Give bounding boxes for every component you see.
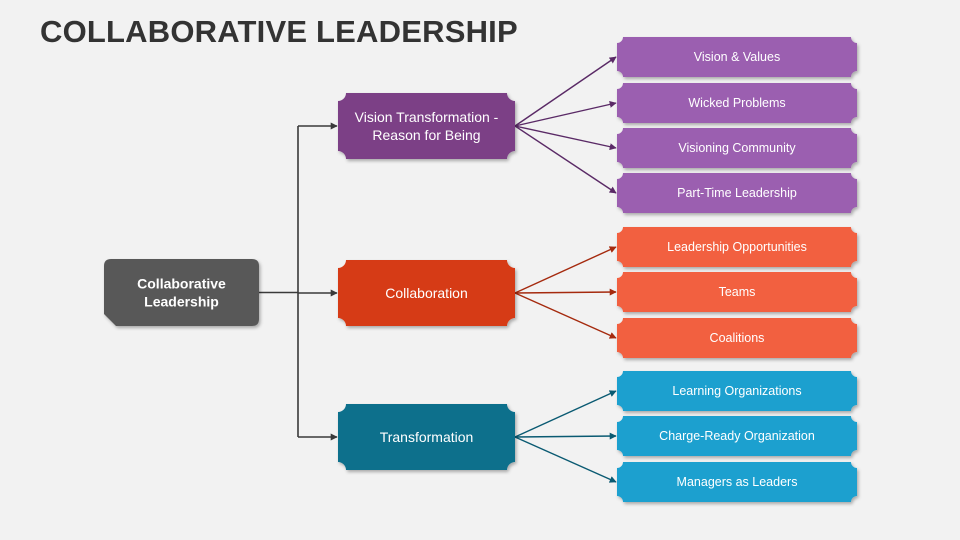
leaf-node-label: Charge-Ready Organization: [659, 429, 815, 443]
branch-node-0: [338, 93, 515, 159]
leaf-node-label: Teams: [719, 285, 756, 299]
leaf-arrow: [514, 288, 617, 296]
branch-node-label: Collaboration: [385, 285, 468, 301]
leaf-arrow: [514, 56, 617, 127]
leaf-node-label: Learning Organizations: [672, 384, 801, 398]
leaf-node: [617, 37, 857, 77]
leaf-node: [617, 272, 857, 312]
leaf-node: [617, 173, 857, 213]
leaf-node: [617, 371, 857, 411]
leaf-node-label: Wicked Problems: [688, 96, 785, 110]
leaf-arrow: [514, 436, 617, 483]
branch-node-1: [338, 260, 515, 326]
leaf-node: [617, 227, 857, 267]
leaf-arrow: [514, 432, 617, 440]
leaf-arrow: [514, 390, 617, 438]
leaf-arrow: [514, 100, 617, 127]
leaf-arrow: [514, 246, 617, 294]
leaf-node: [617, 416, 857, 456]
leaf-node: [617, 83, 857, 123]
branch-node-label: Reason for Being: [372, 127, 480, 143]
page-title: COLLABORATIVE LEADERSHIP: [40, 14, 518, 49]
root-node-label: Leadership: [144, 294, 219, 310]
leaf-node-label: Managers as Leaders: [677, 475, 798, 489]
leaf-arrow: [514, 292, 617, 339]
leaf-node-label: Leadership Opportunities: [667, 240, 807, 254]
leaf-arrow: [514, 125, 617, 194]
leaf-node-label: Part-Time Leadership: [677, 186, 797, 200]
leaf-arrow: [514, 125, 617, 151]
connectors-layer: [259, 56, 617, 483]
leaf-node: [617, 128, 857, 168]
leaf-node: [617, 318, 857, 358]
root-node: [104, 259, 259, 326]
leaf-node-label: Vision & Values: [694, 50, 780, 64]
leaf-node-label: Coalitions: [710, 331, 765, 345]
leaf-node: [617, 462, 857, 502]
root-node-label: Collaborative: [137, 275, 226, 291]
leaf-node-label: Visioning Community: [678, 141, 796, 155]
branch-node-label: Transformation: [380, 429, 474, 445]
branch-node-label: Vision Transformation -: [355, 109, 499, 125]
branch-node-2: [338, 404, 515, 470]
